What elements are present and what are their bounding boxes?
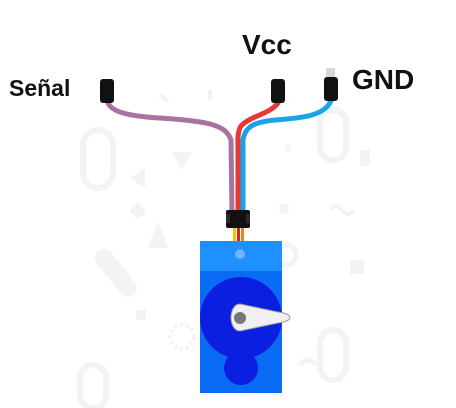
- bg-squiggle-shape: [328, 204, 356, 216]
- bg-pill-shape: [77, 362, 109, 408]
- bg-square-shape: [360, 150, 370, 166]
- micro-servo-icon: [200, 241, 282, 393]
- bg-square-shape: [136, 310, 146, 320]
- vcc-wire: [235, 100, 281, 216]
- signal-plug-icon: [100, 79, 114, 103]
- gnd-label: GND: [352, 64, 415, 95]
- bg-stroke-shape: [95, 249, 137, 297]
- background-pattern: [77, 90, 370, 408]
- bg-pill-shape: [317, 107, 349, 163]
- servo-lead-orange: [241, 228, 244, 244]
- servo-connector-icon: [226, 210, 250, 228]
- bg-square-shape: [350, 260, 364, 274]
- bg-cross-shape: [278, 203, 290, 215]
- servo-horn-icon: [230, 303, 291, 332]
- vcc-plug-icon: [271, 79, 285, 103]
- gnd-wire: [240, 98, 334, 216]
- servo-lead-red: [237, 228, 240, 244]
- gnd-plug-icon: [324, 68, 338, 101]
- signal-wire: [105, 100, 235, 216]
- bg-cross-shape: [283, 143, 293, 153]
- bg-stroke-shape: [158, 93, 170, 103]
- bg-circle-shape: [168, 323, 196, 351]
- signal-label: Señal: [9, 75, 71, 101]
- servo-lead-yellow: [233, 228, 236, 244]
- bg-squiggle-shape: [298, 357, 318, 367]
- vcc-label: Vcc: [242, 29, 292, 60]
- bg-pill-shape: [317, 327, 349, 383]
- bg-square-shape: [129, 202, 147, 220]
- bg-triangle-shape: [172, 152, 192, 170]
- bg-triangle-shape: [148, 222, 168, 248]
- bg-triangle-shape: [130, 168, 145, 188]
- bg-pill-shape: [80, 127, 116, 191]
